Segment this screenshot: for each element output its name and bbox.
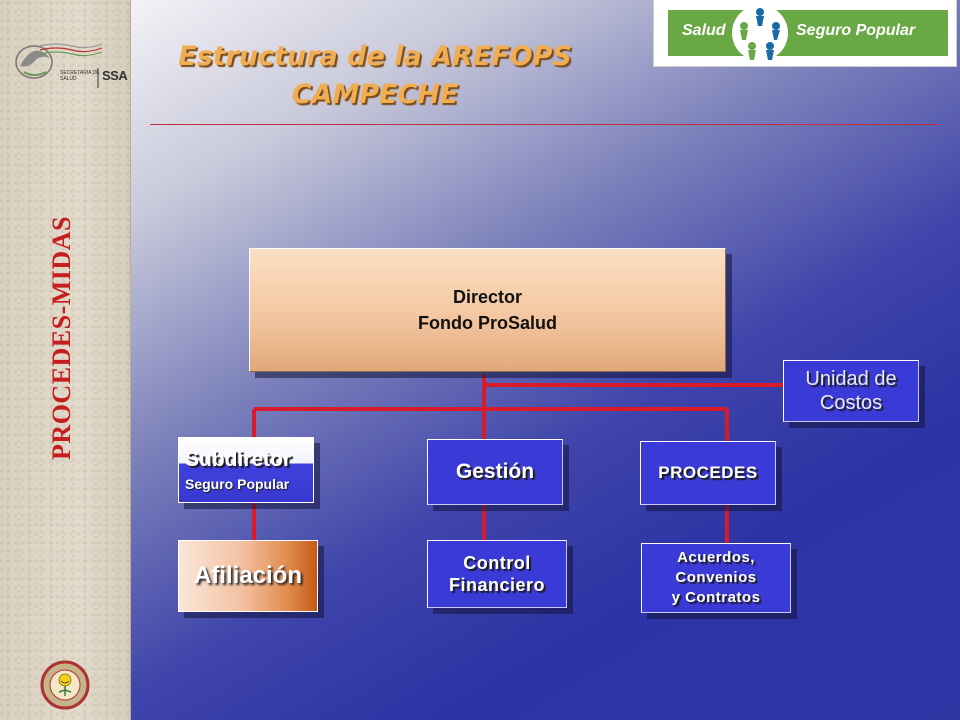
- title-line-1: Estructura de la AREFOPS: [178, 41, 572, 72]
- vertical-label: PROCEDES-MIDAS: [47, 216, 76, 460]
- seal-icon: [40, 660, 90, 710]
- acuerdos-line-1: Acuerdos,: [677, 549, 755, 566]
- unidad-line-2: Costos: [819, 392, 883, 414]
- subdirector-title: Subdiretor: [185, 448, 292, 471]
- control-financiero-box: Control Financiero: [427, 540, 567, 608]
- acuerdos-line-2: Convenios: [675, 569, 757, 586]
- procedes-label: PROCEDES: [658, 463, 758, 482]
- director-box: Director Fondo ProSalud: [249, 248, 726, 372]
- control-line-1: Control: [463, 553, 531, 573]
- page-title: Estructura de la AREFOPS CAMPECHE: [145, 38, 605, 114]
- brand-logo: Salud Seguro Popular: [653, 0, 957, 67]
- seguro-popular-figures-icon: [732, 5, 788, 61]
- unidad-costos-box: Unidad de Costos: [783, 360, 919, 422]
- title-divider: [150, 124, 940, 125]
- acuerdos-line-3: y Contratos: [671, 589, 761, 606]
- procedes-box: PROCEDES: [640, 441, 776, 505]
- gestion-box: Gestión: [427, 439, 563, 505]
- mexico-eagle-logo-icon: [15, 43, 103, 88]
- ssa-text: SSA: [102, 68, 128, 83]
- director-subtitle: Fondo ProSalud: [418, 313, 557, 333]
- brand-seguro-popular-text: Seguro Popular: [796, 22, 916, 39]
- subdirector-box: Subdiretor Seguro Popular: [178, 437, 314, 503]
- control-line-2: Financiero: [448, 575, 546, 595]
- secretaria-text: SECRETARÍA DE SALUD: [60, 70, 100, 82]
- gestion-label: Gestión: [455, 460, 535, 483]
- unidad-line-1: Unidad de: [805, 368, 897, 390]
- brand-salud-text: Salud: [682, 22, 726, 39]
- title-line-2: CAMPECHE: [291, 79, 459, 110]
- sidebar: SECRETARÍA DE SALUD SSA PROCEDES-MIDAS: [0, 0, 131, 720]
- afiliacion-box: Afiliación: [178, 540, 318, 612]
- acuerdos-box: Acuerdos, Convenios y Contratos: [641, 543, 791, 613]
- director-title: Director: [452, 287, 523, 307]
- brand-banner: [668, 10, 948, 56]
- subdirector-subtitle: Seguro Popular: [185, 476, 290, 492]
- afiliacion-label: Afiliación: [193, 562, 302, 589]
